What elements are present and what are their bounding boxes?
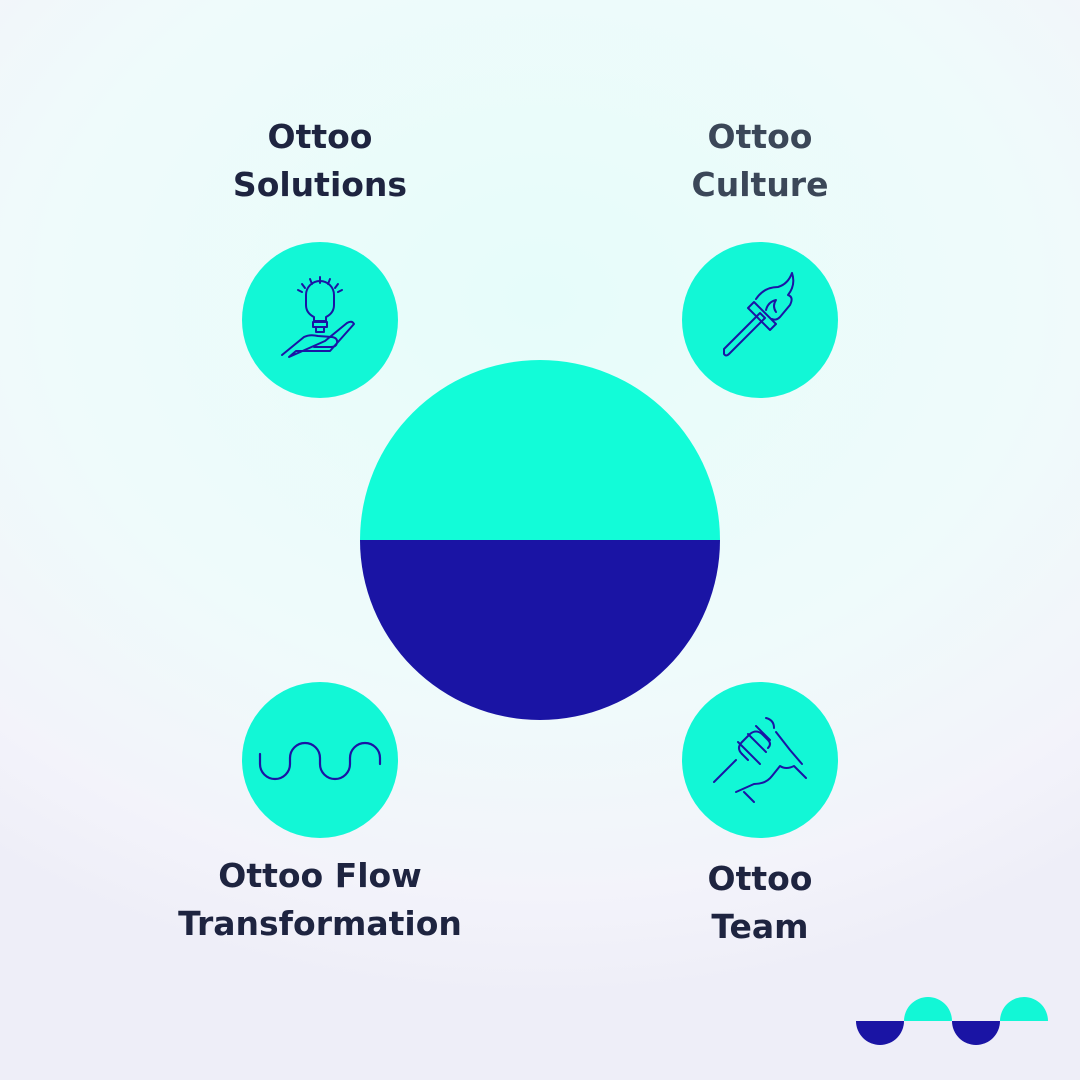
label-line: Solutions xyxy=(232,165,408,204)
label-line: Ottoo xyxy=(707,859,813,898)
handshake-icon xyxy=(713,717,807,803)
center-circle xyxy=(360,360,720,720)
label-line: Ottoo Flow xyxy=(218,856,422,895)
label-line: Ottoo xyxy=(267,117,373,156)
label-line: Team xyxy=(711,907,809,946)
label-line: Ottoo xyxy=(707,117,813,156)
lightbulb-hand-icon xyxy=(281,276,355,358)
label-line: Culture xyxy=(691,165,829,204)
solutions-circle xyxy=(242,242,398,398)
wave-icon xyxy=(258,741,382,781)
label-solutions: Ottoo Solutions xyxy=(140,113,500,209)
label-line: Transformation xyxy=(178,904,462,943)
torch-icon xyxy=(723,272,795,357)
label-team: Ottoo Team xyxy=(580,855,940,951)
culture-circle xyxy=(682,242,838,398)
wave-logo-icon xyxy=(856,997,1048,1045)
center-circle-bottom-half xyxy=(360,540,720,720)
center-circle-top-half xyxy=(360,360,720,540)
flow-circle xyxy=(242,682,398,838)
label-culture: Ottoo Culture xyxy=(580,113,940,209)
label-flow: Ottoo Flow Transformation xyxy=(140,852,500,948)
team-circle xyxy=(682,682,838,838)
